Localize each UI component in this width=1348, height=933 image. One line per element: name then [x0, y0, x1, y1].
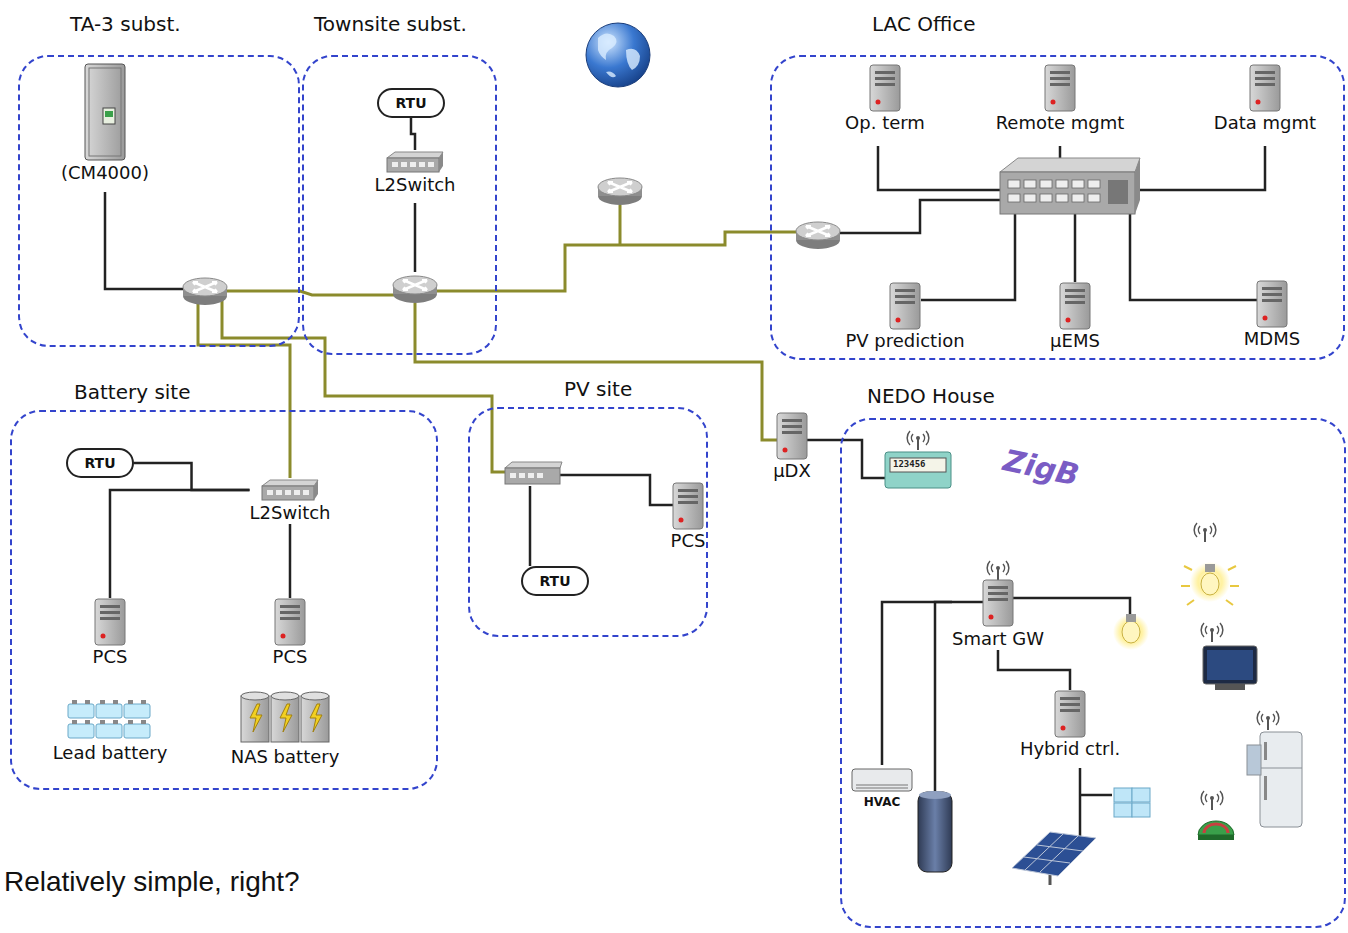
television	[1201, 623, 1257, 690]
device-label: PCS	[93, 646, 128, 668]
region-title: TA-3 subst.	[70, 12, 181, 36]
device-label: Hybrid ctrl.	[1020, 738, 1120, 760]
device-label: PCS	[671, 530, 706, 552]
water-heater	[918, 791, 952, 872]
network-link	[134, 463, 250, 490]
server-device: µDX	[773, 412, 811, 482]
device-icon	[1054, 690, 1086, 738]
server-device: µEMS	[1050, 282, 1100, 352]
device-label: RTU	[395, 93, 426, 113]
device-label: (CM4000)	[61, 162, 149, 184]
server-device: Remote mgmt	[996, 64, 1125, 134]
server-device: PCS	[671, 482, 706, 552]
light-bulb	[1113, 523, 1239, 650]
device-icon	[776, 412, 808, 460]
network-link	[110, 490, 250, 598]
meter-cabinet: (CM4000)	[61, 62, 149, 184]
device-icon	[672, 482, 704, 530]
device-label: µDX	[773, 460, 811, 482]
refrigerator	[1247, 711, 1302, 827]
region-title: Townsite subst.	[314, 12, 467, 36]
lan-wire	[105, 146, 1265, 842]
device-icon	[982, 560, 1014, 628]
network-link	[882, 602, 952, 765]
device-icon	[1044, 64, 1076, 112]
device-icon	[235, 690, 335, 746]
server-device: MDMS	[1244, 280, 1300, 350]
network-link	[411, 118, 415, 150]
device-label: L2Switch	[250, 502, 331, 524]
home-battery	[1114, 788, 1150, 817]
hvac-unit: HVAC	[850, 765, 914, 809]
server-device: PV prediction	[845, 282, 964, 352]
device-icon	[850, 765, 914, 795]
device-label: PCS	[273, 646, 308, 668]
device-icon	[64, 696, 156, 742]
gateway-device: Smart GW	[952, 560, 1044, 650]
device-icon	[1256, 280, 1288, 328]
device-label: MDMS	[1244, 328, 1300, 350]
device-icon	[869, 64, 901, 112]
region-title: Battery site	[74, 380, 191, 404]
device-icon	[1249, 64, 1281, 112]
device-label: Smart GW	[952, 628, 1044, 650]
device-label: RTU	[539, 571, 570, 591]
device-label: L2Switch	[375, 174, 456, 196]
device-icon	[81, 62, 129, 162]
router	[183, 178, 840, 305]
device-label: Data mgmt	[1214, 112, 1316, 134]
battery-bank: NAS battery	[231, 690, 340, 768]
device-icon	[94, 598, 126, 646]
site-region: (CM4000)TA-3 subst.	[18, 55, 300, 347]
device-icon	[385, 150, 445, 174]
device-label: RTU	[84, 453, 115, 473]
device-label: Remote mgmt	[996, 112, 1125, 134]
battery-bank: Lead battery	[53, 696, 168, 764]
device-label: PV prediction	[845, 330, 964, 352]
rtu-box: RTU	[66, 448, 133, 478]
device-icon	[260, 478, 320, 502]
wan-wire	[198, 205, 800, 478]
device-label: NAS battery	[231, 746, 340, 768]
server-device: Op. term	[845, 64, 925, 134]
region-title: NEDO House	[867, 384, 995, 408]
rtu-box: RTU	[521, 566, 588, 596]
server-device: Data mgmt	[1214, 64, 1316, 134]
device-label: µEMS	[1050, 330, 1100, 352]
server-device: PCS	[93, 598, 128, 668]
caption: Relatively simple, right?	[4, 866, 300, 898]
device-icon	[1059, 282, 1091, 330]
meter-display: 123456	[893, 459, 926, 469]
network-switch: L2Switch	[250, 478, 331, 524]
network-link	[998, 650, 1070, 690]
site-region: RTUL2SwitchTownsite subst.	[302, 55, 497, 355]
network-switch: L2Switch	[375, 150, 456, 196]
wifi-router	[1198, 791, 1234, 840]
internet-globe	[586, 23, 650, 87]
device-label: Op. term	[845, 112, 925, 134]
device-icon	[274, 598, 306, 646]
site-region: Smart GWHybrid ctrl.HVACNEDO House	[840, 418, 1346, 928]
device-label: HVAC	[864, 795, 901, 809]
server-device: PCS	[273, 598, 308, 668]
site-region: RTU L2SwitchPCS Lead battery PCS NAS battery…	[10, 410, 438, 790]
device-label: Lead battery	[53, 742, 168, 764]
pv-switch	[505, 462, 562, 484]
solar-panel	[1012, 832, 1096, 885]
rtu-box: RTU	[377, 88, 444, 118]
site-region: Op. term Remote mgmt Data mgmt PV predictio…	[770, 55, 1345, 360]
site-region: PCSRTUPV site	[468, 407, 708, 637]
network-link	[289, 524, 292, 598]
lac-switch	[1000, 158, 1140, 214]
server-device: Hybrid ctrl.	[1020, 690, 1120, 760]
zigbee-logo: ZigB	[1000, 442, 1082, 492]
region-title: LAC Office	[872, 12, 976, 36]
region-title: PV site	[564, 377, 632, 401]
smart-meter	[885, 431, 951, 488]
device-icon	[889, 282, 921, 330]
